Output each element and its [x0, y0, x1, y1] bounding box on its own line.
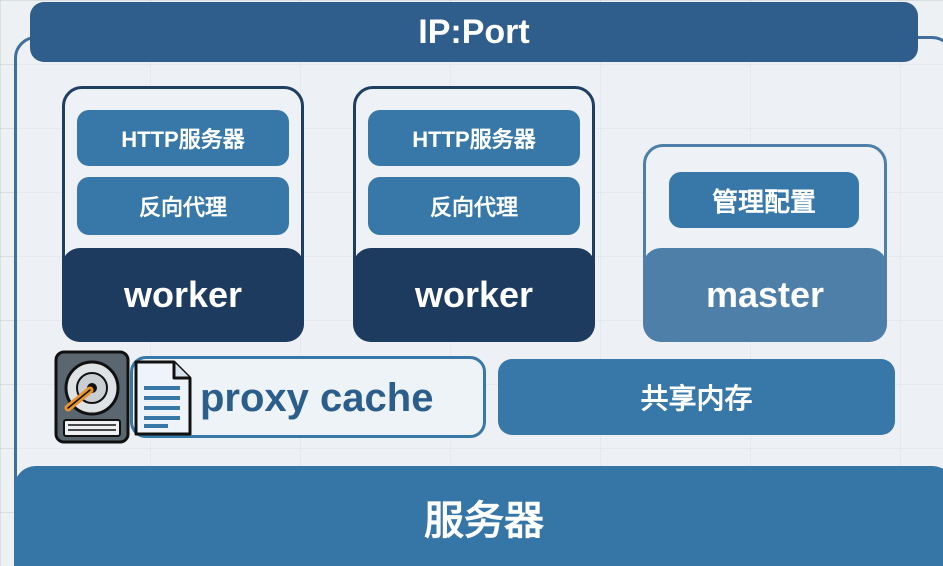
worker-base-1: worker: [62, 248, 304, 342]
http-server-label: HTTP服务器: [412, 127, 536, 152]
reverse-proxy-block-2: 反向代理: [368, 177, 580, 235]
reverse-proxy-block-1: 反向代理: [77, 177, 289, 235]
master-label: master: [705, 274, 825, 315]
http-server-block-1: HTTP服务器: [77, 110, 289, 166]
document-icon: [134, 360, 192, 436]
worker-label: worker: [414, 274, 534, 315]
reverse-proxy-label: 反向代理: [429, 195, 518, 220]
ip-port-label: IP:Port: [418, 12, 530, 51]
worker-label: worker: [123, 274, 243, 315]
shared-memory-label: 共享内存: [640, 383, 753, 414]
server-base: 服务器: [14, 466, 943, 566]
http-server-block-2: HTTP服务器: [368, 110, 580, 166]
master-base: master: [643, 248, 887, 342]
config-label: 管理配置: [711, 186, 816, 217]
proxy-cache-label: proxy cache: [200, 372, 480, 424]
config-block: 管理配置: [669, 172, 859, 228]
worker-base-2: worker: [353, 248, 595, 342]
http-server-label: HTTP服务器: [121, 127, 245, 152]
shared-memory-block: 共享内存: [498, 359, 895, 435]
reverse-proxy-label: 反向代理: [138, 195, 227, 220]
hard-disk-icon: [54, 350, 130, 444]
server-label: 服务器: [424, 499, 544, 543]
proxy-cache-text: proxy cache: [200, 375, 434, 420]
ip-port-bar: IP:Port: [30, 2, 918, 62]
